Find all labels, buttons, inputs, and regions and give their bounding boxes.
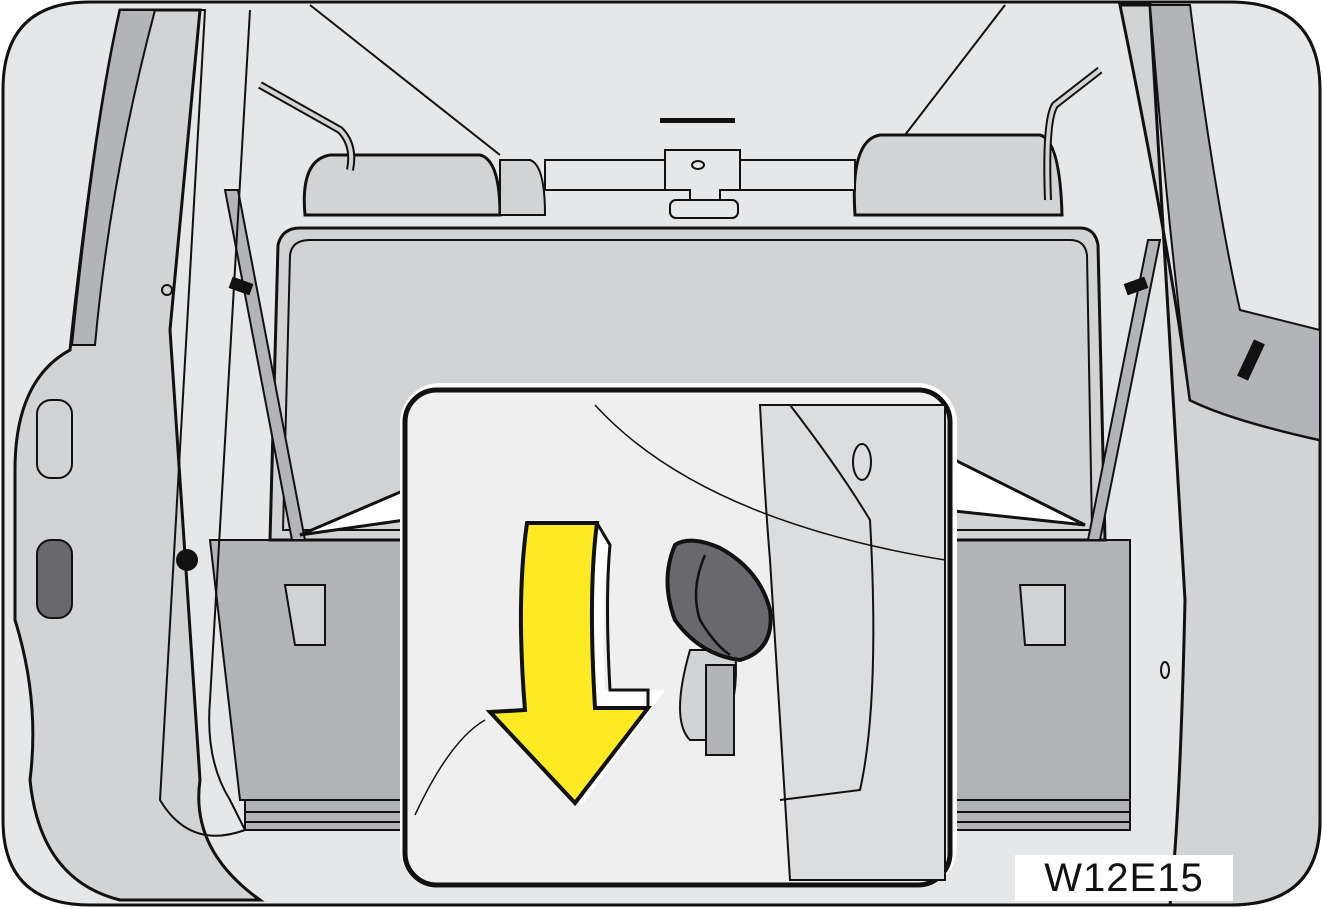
center-anchor (544, 118, 856, 219)
callout-pointers (299, 452, 1086, 537)
seatbelt-left (223, 189, 326, 646)
headrest-left (302, 153, 547, 217)
inset-closeup (400, 383, 957, 888)
recline-knob (665, 538, 773, 663)
interior-pillars (258, 4, 1103, 201)
figure-code-label: W12E15 (1015, 855, 1233, 901)
seatbelt-right (1018, 239, 1162, 646)
tailgate-right (1118, 3, 1322, 907)
down-arrow-icon (485, 520, 665, 807)
headrest-right (852, 133, 1064, 217)
tailgate-left (13, 8, 265, 902)
